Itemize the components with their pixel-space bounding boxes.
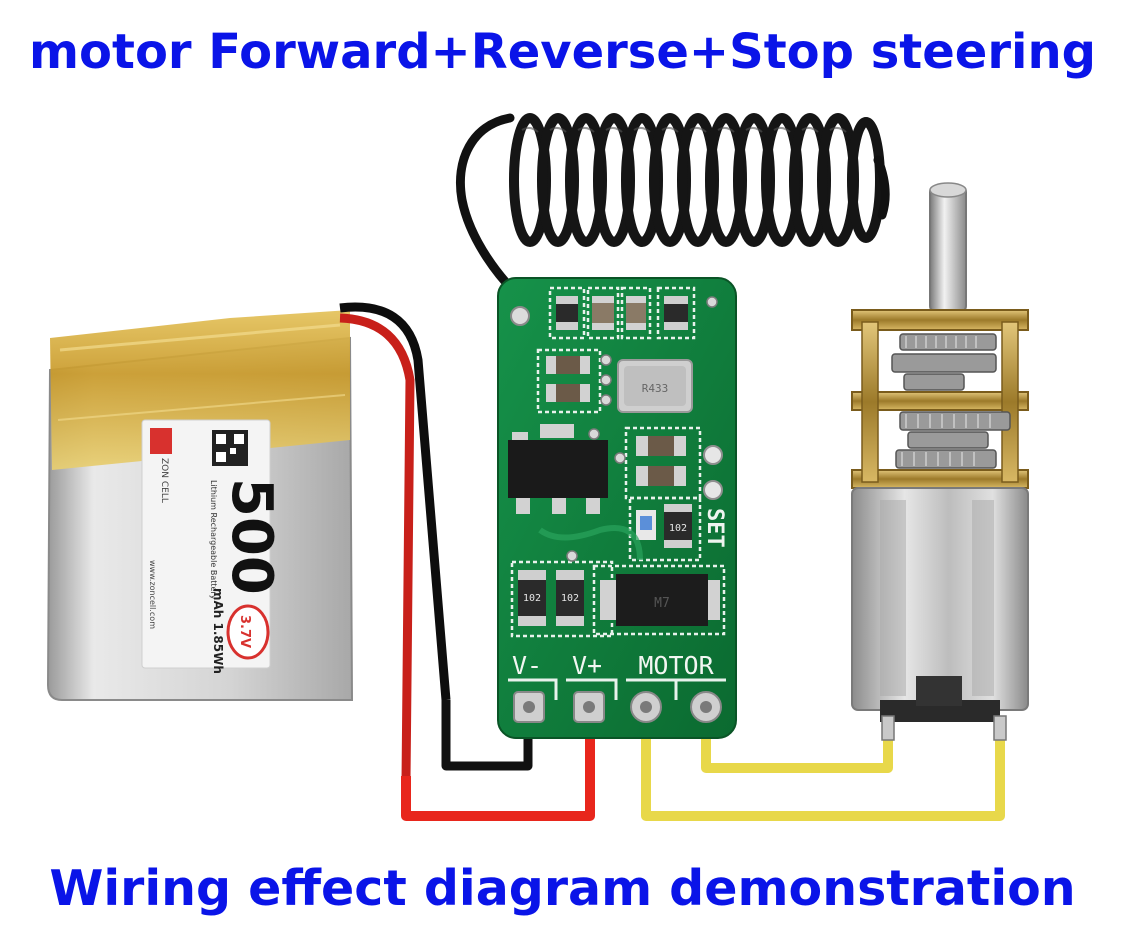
battery-website: www.zoncell.com	[148, 560, 157, 629]
set-label: SET	[702, 508, 727, 548]
motor-endcap	[880, 700, 1000, 722]
battery-product: Lithium Rechargeable Battery	[209, 480, 218, 600]
pin-label-vminus: V-	[512, 651, 542, 680]
motor-terminal-1	[881, 715, 895, 741]
motor-terminal-2	[993, 715, 1007, 741]
wire-yellow-motor-b	[701, 712, 893, 773]
resistor-code-2: 102	[523, 593, 541, 604]
wire-yellow-motor-a	[641, 712, 1005, 821]
gear-train	[891, 333, 1011, 469]
diode-mark: M7	[654, 596, 670, 611]
battery-voltage: 3.7V	[237, 615, 252, 648]
set-pad-1	[703, 445, 723, 465]
regulator-ic	[508, 440, 608, 498]
battery-unit: mAh 1.85Wh	[211, 588, 225, 674]
page-title: motor Forward+Reverse+Stop steering	[29, 24, 1096, 80]
battery-brand: ZON CELL	[159, 458, 169, 503]
brand-logo	[150, 428, 172, 454]
resistor-code-3: 102	[561, 593, 579, 604]
gear-motor	[851, 182, 1029, 741]
voltage-badge	[226, 604, 270, 660]
lipo-battery: 500 Lithium Rechargeable Battery mAh 1.8…	[46, 302, 451, 781]
pin-pads	[513, 691, 722, 723]
crystal-mark: R433	[642, 382, 669, 395]
antenna-coil	[456, 113, 890, 305]
wire-red-vplus	[401, 712, 595, 821]
motor-shaft	[929, 185, 967, 313]
pin-label-vplus: V+	[572, 651, 602, 680]
diode	[616, 574, 708, 626]
battery-capacity: 500	[219, 478, 284, 595]
resistor-code-1: 102	[669, 523, 687, 534]
pin-label-motor: MOTOR	[638, 651, 714, 680]
page-subtitle: Wiring effect diagram demonstration	[49, 860, 1076, 917]
set-pad-2	[703, 480, 723, 500]
receiver-board: R433 102 SET 102	[497, 277, 737, 739]
